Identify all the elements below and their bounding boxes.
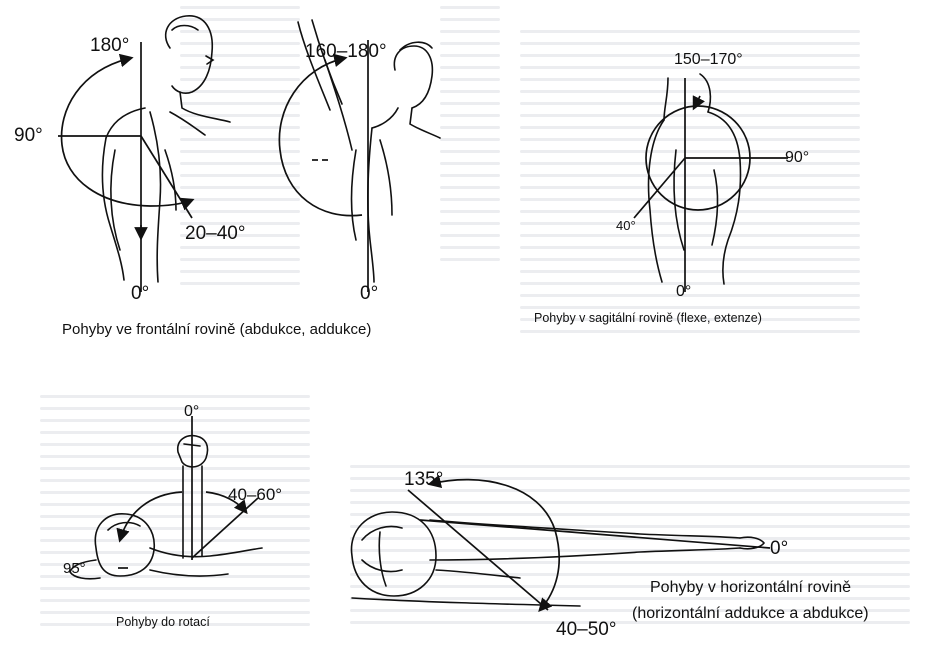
frontal-adduction-label: 20–40° bbox=[185, 224, 245, 243]
horizontal-adduction-label: 135° bbox=[404, 470, 443, 489]
sagittal-caption: Pohyby v sagitální rovině (flexe, extenz… bbox=[534, 312, 762, 325]
frontal-abduction-up-label: 180° bbox=[90, 36, 129, 55]
frontal-abduction-zero-label: 0° bbox=[131, 284, 149, 303]
rotation-caption: Pohyby do rotací bbox=[116, 616, 210, 629]
sagittal-horizontal-label: 90° bbox=[785, 150, 809, 166]
horizontal-caption-line2: (horizontální addukce a abdukce) bbox=[632, 606, 869, 622]
horizontal-zero-label: 0° bbox=[770, 539, 788, 558]
horizontal-abduction-label: 40–50° bbox=[556, 620, 616, 639]
sagittal-flexion-label: 150–170° bbox=[674, 52, 743, 68]
frontal-flexion-up-label: 160–180° bbox=[305, 42, 387, 61]
frontal-abduction-lines bbox=[58, 42, 192, 292]
frontal-flexion-lines bbox=[279, 40, 368, 292]
sagittal-zero-label: 0° bbox=[676, 284, 691, 300]
rotation-figure bbox=[70, 436, 262, 579]
frontal-abduction-side-label: 90° bbox=[14, 126, 43, 145]
sagittal-extension-label: 40° bbox=[616, 219, 636, 232]
rotation-internal-label: 95° bbox=[63, 561, 86, 576]
frontal-caption: Pohyby ve frontální rovině (abdukce, add… bbox=[62, 322, 371, 337]
rotation-zero-label: 0° bbox=[184, 404, 199, 420]
horizontal-caption-line1: Pohyby v horizontální rovině bbox=[650, 580, 851, 596]
frontal-flexion-zero-label: 0° bbox=[360, 284, 378, 303]
rotation-external-label: 40–60° bbox=[228, 486, 282, 503]
